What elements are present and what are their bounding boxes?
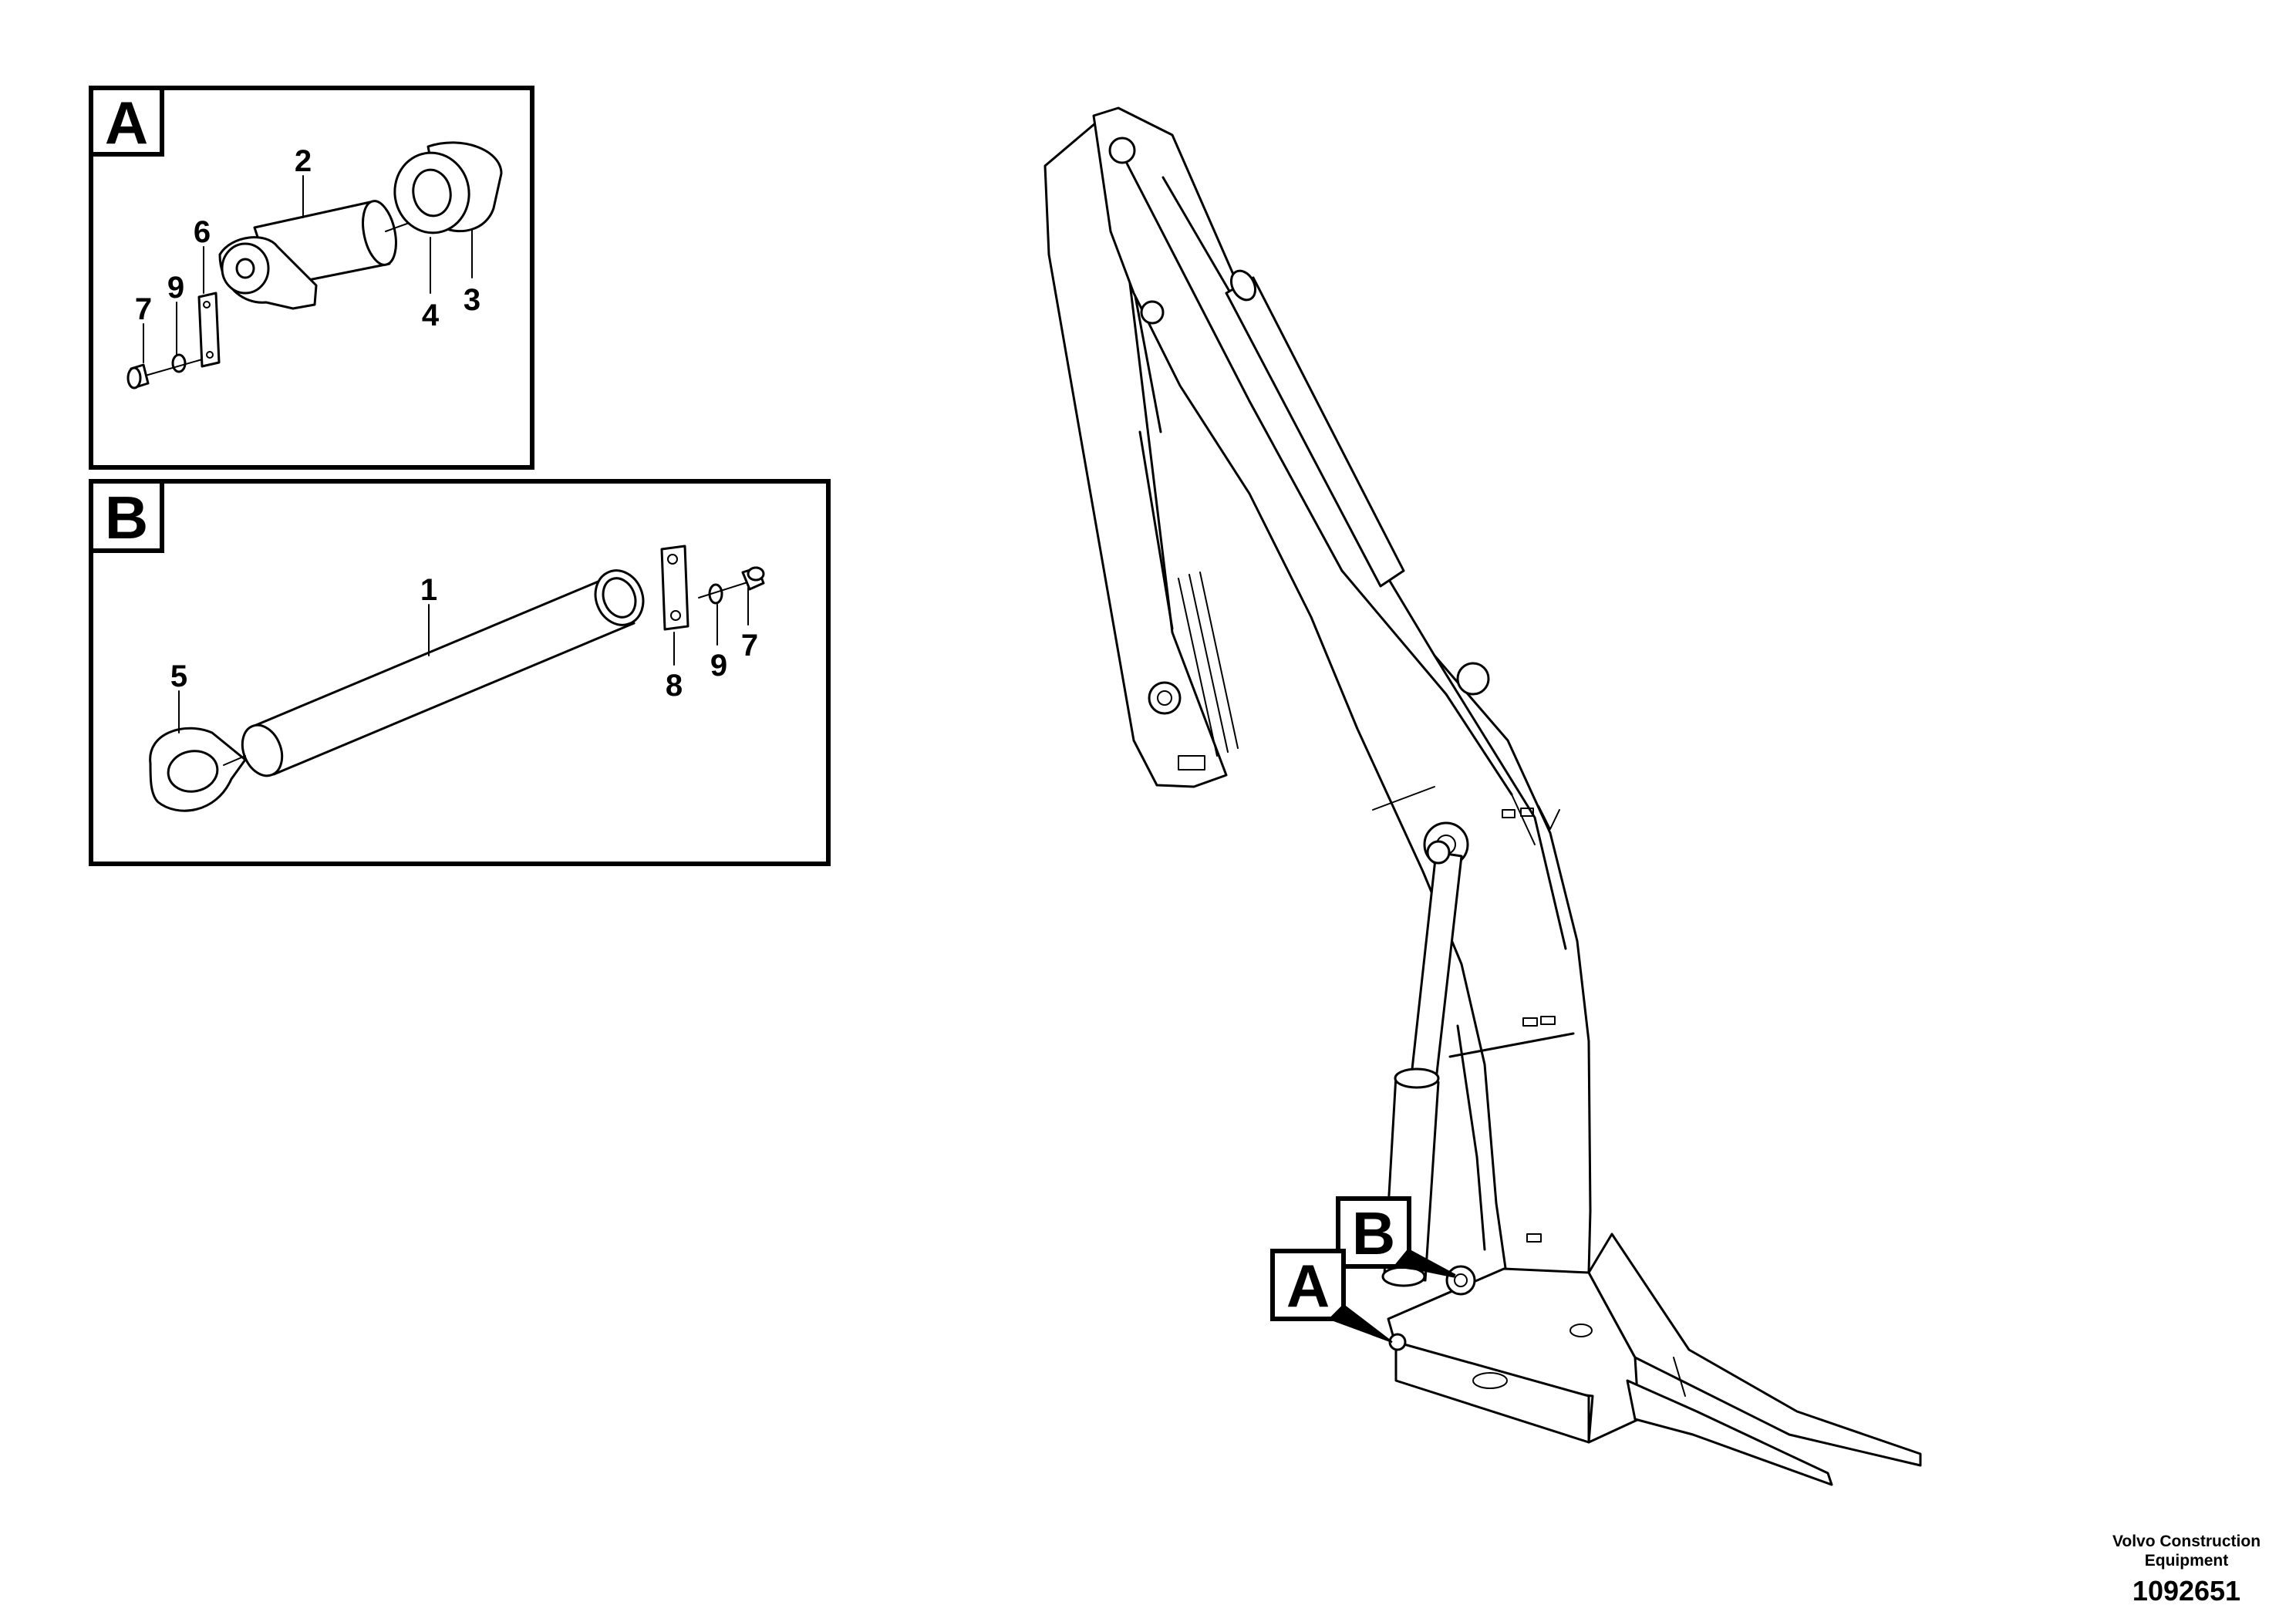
marker-a-label: A — [1286, 1252, 1330, 1320]
part-1-pin — [241, 569, 645, 777]
footer: Volvo Construction Equipment 1092651 — [2112, 1533, 2261, 1607]
part-5-washer — [149, 727, 247, 812]
boom-assembly — [1043, 106, 1922, 1486]
part-6-plate — [197, 292, 221, 368]
part-2-pin — [218, 200, 397, 310]
marker-a: A — [1270, 1249, 1393, 1343]
detail-a-label-box — [89, 86, 164, 157]
detail-b-panel: B — [89, 479, 831, 866]
callout-b-9: 9 — [710, 649, 727, 683]
part-9-washer — [171, 353, 187, 373]
part-4-washer — [393, 151, 470, 234]
marker-b: B — [1336, 1196, 1456, 1278]
part-8-plate — [660, 545, 689, 631]
footer-company-line2: Equipment — [2145, 1552, 2229, 1570]
footer-drawing-number: 1092651 — [2132, 1575, 2240, 1607]
part-7-bolt — [126, 359, 203, 389]
callout-a-7: 7 — [135, 292, 152, 326]
marker-b-label: B — [1352, 1199, 1395, 1267]
callout-b-7: 7 — [741, 629, 758, 663]
callout-a-3: 3 — [464, 283, 480, 317]
callout-b-1: 1 — [420, 573, 437, 607]
marker-a-box — [1270, 1249, 1346, 1321]
part-7-bolt-b — [698, 566, 765, 599]
callout-a-4: 4 — [422, 298, 440, 332]
detail-a-label: A — [105, 89, 148, 157]
callout-a-2: 2 — [295, 144, 312, 178]
detail-b-label: B — [105, 484, 148, 551]
marker-b-box — [1336, 1196, 1411, 1269]
footer-company-line1: Volvo Construction — [2112, 1533, 2261, 1550]
marker-a-arrow — [1328, 1303, 1393, 1343]
detail-b-label-box — [89, 479, 164, 553]
callout-b-8: 8 — [666, 669, 683, 703]
base-frame — [1387, 1233, 1922, 1486]
callout-a-9: 9 — [167, 271, 184, 305]
detail-a-panel: A — [89, 86, 534, 470]
callout-b-5: 5 — [170, 659, 187, 693]
callout-a-6: 6 — [194, 215, 211, 249]
